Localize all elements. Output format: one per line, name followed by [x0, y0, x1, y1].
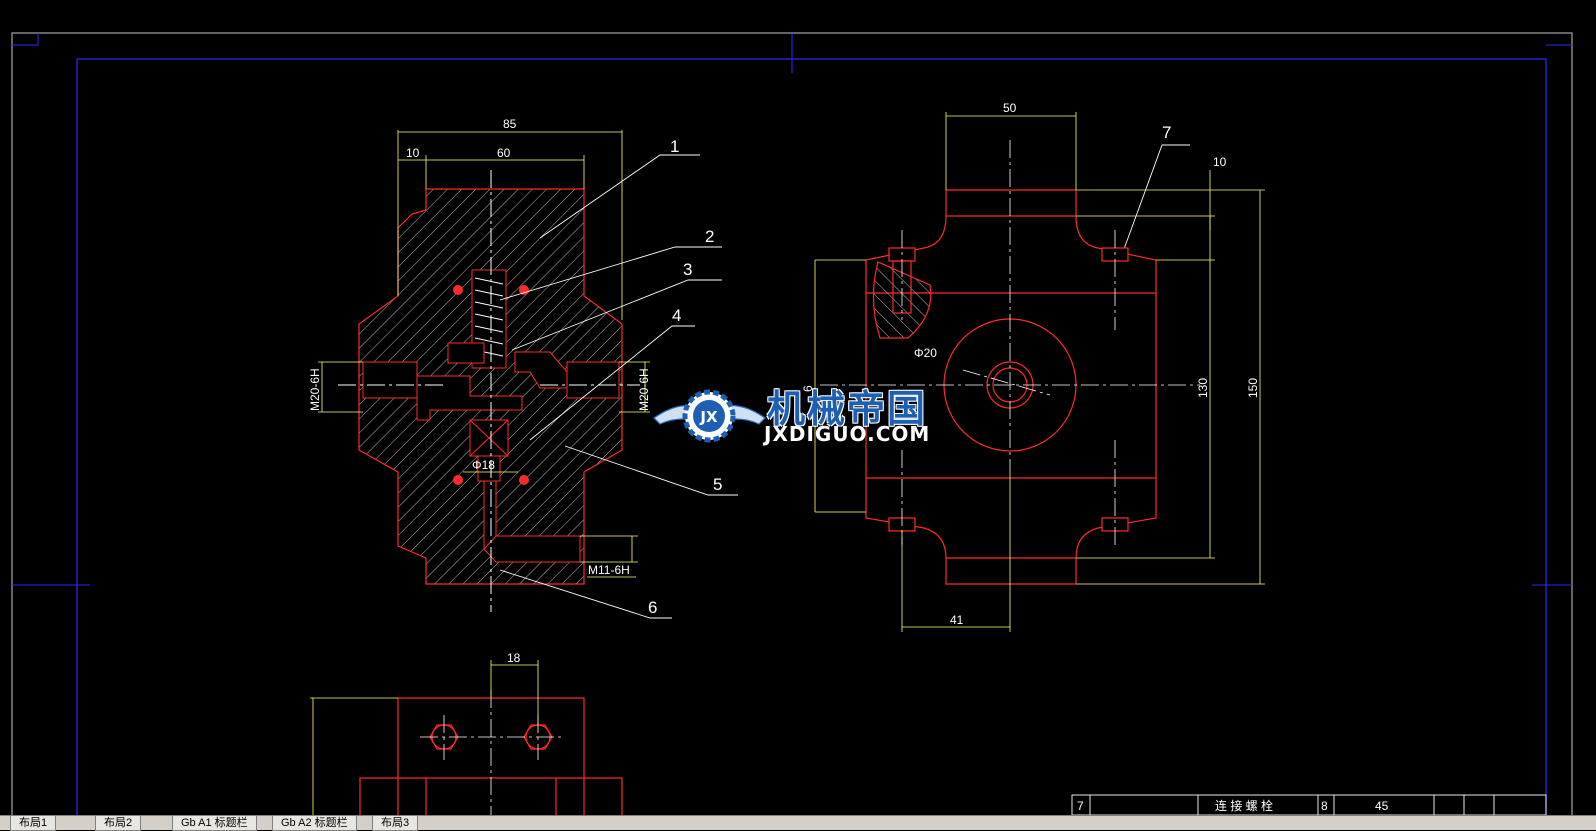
tab-gb-a1-titleblock[interactable]: Gb A1 标题栏 [172, 816, 257, 831]
front-dimensions [318, 130, 650, 578]
dim-m20-left: M20-6H [308, 368, 322, 411]
dim-phi20: Φ20 [914, 346, 937, 360]
dim-60: 60 [497, 146, 511, 160]
leader-label-6: 6 [648, 598, 657, 617]
dim-6: 6 [801, 385, 815, 392]
winged-gear-icon: JX [653, 389, 766, 443]
leader-label-2: 2 [705, 227, 714, 246]
layout-tab-bar: 布局1 布局2 Gb A1 标题栏 Gb A2 标题栏 布局3 [0, 815, 1596, 831]
dim-130: 130 [1196, 378, 1210, 398]
dim-150: 150 [1246, 378, 1260, 398]
dim-phi18: Φ18 [472, 458, 495, 472]
title-block-material: 45 [1375, 799, 1389, 813]
dim-85: 85 [503, 117, 517, 131]
watermark-logo: JX 机械帝国 JXDIGUO.COM [652, 380, 952, 450]
leader-lines [499, 144, 1190, 619]
leader-label-1: 1 [670, 137, 679, 156]
dim-18: 18 [507, 651, 521, 665]
leader-label-7: 7 [1162, 123, 1171, 142]
dim-41: 41 [950, 613, 964, 627]
front-section-view[interactable] [338, 170, 640, 612]
bottom-dimensions [310, 660, 539, 815]
title-block-part-name: 连 接 螺 栓 [1215, 798, 1273, 813]
leader-label-5: 5 [713, 475, 722, 494]
title-block[interactable] [1071, 794, 1547, 815]
dim-m11: M11-6H [588, 563, 630, 577]
dim-m20-right: M20-6H [637, 368, 651, 411]
dim-50: 50 [1003, 101, 1017, 115]
dim-10-right: 10 [1213, 155, 1227, 169]
drawing-frame [11, 32, 1573, 815]
logo-name: 机械帝国 [767, 387, 928, 431]
side-dimensions [814, 112, 1265, 632]
title-block-item-no: 7 [1077, 799, 1084, 813]
title-block-qty: 8 [1321, 799, 1328, 813]
dim-10-left: 10 [406, 146, 420, 160]
bottom-centerlines [420, 690, 565, 815]
logo-badge: JX [699, 408, 718, 426]
leader-label-3: 3 [683, 260, 692, 279]
logo-domain: JXDIGUO.COM [764, 422, 931, 446]
side-centerlines [820, 140, 1200, 545]
leader-label-4: 4 [672, 306, 681, 325]
